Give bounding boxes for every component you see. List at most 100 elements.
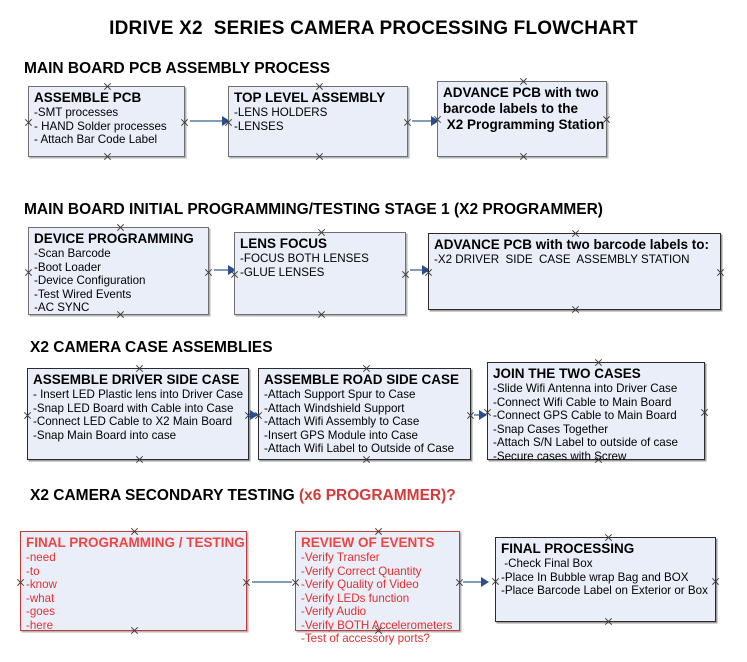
node-line: -X2 DRIVER SIDE CASE ASSEMBLY STATION [434,253,690,267]
node-line: - HAND Solder processes [34,119,167,133]
node-line: -need [26,551,56,565]
node-line: -what [26,591,55,605]
node-assemble-pcb[interactable]: ASSEMBLE PCB -SMT processes - HAND Solde… [28,86,185,157]
node-line: -Verify BOTH Accelerometers [301,618,453,632]
node-line: -Verify Audio [301,605,367,619]
arrowhead-icon [422,265,430,275]
node-title: TOP LEVEL ASSEMBLY [234,90,386,105]
node-line: -know [26,578,57,592]
connection-handle-right [204,268,213,277]
node-line: - Insert LED Plastic lens into Driver Ca… [33,388,244,402]
connection-handle-bottom [519,152,528,161]
connection-handle-bottom [317,310,326,319]
connection-handle-bottom [362,455,371,464]
section-heading-accent: (x6 PROGRAMMER)? [299,487,456,504]
connection-handle-right [711,577,720,586]
node-line: -Device Configuration [34,274,146,288]
node-final-processing[interactable]: FINAL PROCESSING -Check Final Box -Place… [495,537,716,622]
node-title: ASSEMBLE PCB [34,90,142,105]
node-line: -Check Final Box [501,557,593,571]
node-line: -Attach Support Spur to Case [264,388,416,402]
node-title-line3: X2 Programming Station [443,117,605,133]
connection-handle-bottom [103,152,112,161]
node-line: -Verify Correct Quantity [301,564,422,578]
arrowhead-icon [228,265,236,275]
node-line: -FOCUS BOTH LENSES [240,252,369,266]
node-review-of-events[interactable]: REVIEW OF EVENTS -Verify Transfer -Verif… [295,531,460,645]
connection-handle-left [24,268,33,277]
section-heading-initial-programming: MAIN BOARD INITIAL PROGRAMMING/TESTING S… [24,201,603,218]
node-title-line2: barcode labels to the [443,101,579,117]
node-final-programming-testing[interactable]: FINAL PROGRAMMING / TESTING -need -to -k… [20,531,247,632]
node-title: ADVANCE PCB with two [443,85,599,100]
section-heading-text: X2 CAMERA SECONDARY TESTING [30,487,299,504]
arrowhead-icon [250,410,258,420]
node-line: -Secure cases with Screw [493,449,627,463]
node-title: LENS FOCUS [240,236,328,251]
section-heading-pcb-assembly: MAIN BOARD PCB ASSEMBLY PROCESS [24,60,331,77]
page-title: IDRIVE X2 SERIES CAMERA PROCESSING FLOWC… [109,18,638,39]
node-assemble-road-side-case[interactable]: ASSEMBLE ROAD SIDE CASE -Attach Support … [258,368,471,460]
node-line-overflow: -Test of accessory ports? [301,632,430,646]
node-line: -Connect Wifi Cable to Main Board [493,395,672,409]
node-join-the-two-cases[interactable]: JOIN THE TWO CASES -Slide Wifi Antenna i… [487,362,705,463]
node-title: DEVICE PROGRAMMING [34,231,194,246]
node-line: -Snap LED Board with Cable into Case [33,401,234,415]
node-line: -Scan Barcode [34,247,111,261]
node-line: -LENSES [234,119,284,133]
node-line: -to [26,564,40,578]
node-line: -Attach S/N Label to outside of case [493,436,678,450]
node-title: ASSEMBLE DRIVER SIDE CASE [33,372,240,387]
connector-device-to-lens-focus [214,269,232,271]
node-line: -Snap Main Board into case [33,428,177,442]
connection-handle-right [401,270,410,279]
node-line: -Place In Bubble wrap Bag and BOX [501,570,689,584]
node-title: FINAL PROGRAMMING / TESTING [26,535,245,550]
node-line: -Snap Cases Together [493,422,609,436]
connection-handle-right [716,268,725,277]
arrowhead-icon [222,116,230,126]
connection-handle-left [291,578,300,587]
node-line: -Connect GPS Cable to Main Board [493,409,677,423]
connection-handle-bottom [135,455,144,464]
node-line: -Verify LEDs function [301,591,410,605]
node-line: -Insert GPS Module into Case [264,428,419,442]
node-title: REVIEW OF EVENTS [301,535,435,550]
connector-pcb-to-top-level [190,120,226,122]
node-lens-focus[interactable]: LENS FOCUS -FOCUS BOTH LENSES -GLUE LENS… [234,232,406,315]
node-line: - Attach Bar Code Label [34,133,158,147]
node-top-level-assembly[interactable]: TOP LEVEL ASSEMBLY -LENS HOLDERS -LENSES [228,86,408,157]
node-line: -LENS HOLDERS [234,106,328,120]
connector-review-to-final-processing [463,581,487,583]
connection-handle-bottom [604,617,613,626]
node-advance-pcb-to-programming-station[interactable]: ADVANCE PCB with two barcode labels to t… [437,81,607,157]
node-line: -AC SYNC [34,301,90,315]
section-heading-case-assemblies: X2 CAMERA CASE ASSEMBLIES [30,339,273,356]
node-line: -goes [26,605,56,619]
connection-handle-right [180,118,189,127]
node-advance-pcb-to-case-assembly[interactable]: ADVANCE PCB with two barcode labels to: … [428,233,721,310]
connection-handle-left [23,411,32,420]
node-line: -Attach Wifi Assembly to Case [264,415,420,429]
node-line: -GLUE LENSES [240,265,325,279]
connection-handle-left [24,118,33,127]
connection-handle-right [403,118,412,127]
node-line: -Slide Wifi Antenna into Driver Case [493,382,678,396]
node-title: ASSEMBLE ROAD SIDE CASE [264,372,460,387]
node-line: -Boot Loader [34,260,102,274]
arrowhead-icon [479,410,487,420]
node-title: JOIN THE TWO CASES [493,366,641,381]
section-heading-secondary-testing: X2 CAMERA SECONDARY TESTING (x6 PROGRAMM… [30,487,456,505]
node-assemble-driver-side-case[interactable]: ASSEMBLE DRIVER SIDE CASE - Insert LED P… [27,368,249,460]
node-line: -SMT processes [34,106,119,120]
node-device-programming[interactable]: DEVICE PROGRAMMING -Scan Barcode -Boot L… [28,227,209,315]
connection-handle-left [16,578,25,587]
connector-final-programming-to-review [252,581,292,583]
arrowhead-icon [481,577,489,587]
node-line: -Place Barcode Label on Exterior or Box [501,584,708,598]
node-line: -Attach Wifi Label to Outside of Case [264,442,455,456]
node-title: FINAL PROCESSING [501,541,635,556]
node-line: -here [26,618,54,632]
connection-handle-right [242,578,251,587]
